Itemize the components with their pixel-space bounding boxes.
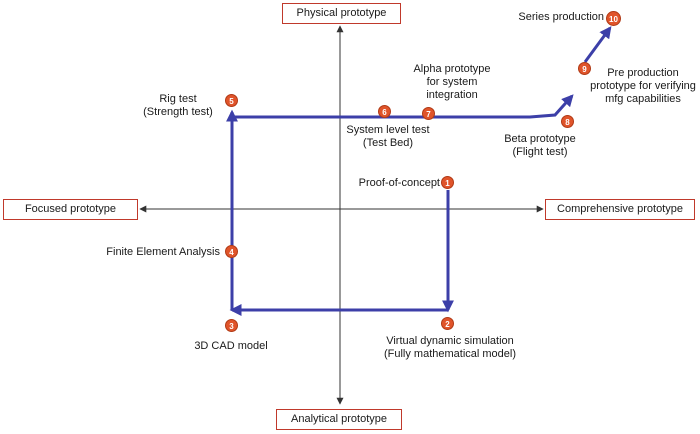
step-marker-10: 10 — [606, 11, 621, 26]
step-label-system-level-test: System level test (Test Bed) — [346, 124, 430, 149]
step-label-alpha-prototype: Alpha prototype for system integration — [413, 63, 491, 101]
step-label-3d-cad-model: 3D CAD model — [194, 340, 268, 352]
step-label-finite-element-analysis: Finite Element Analysis — [106, 246, 220, 258]
step-marker-8: 8 — [561, 115, 574, 128]
axis-label-comprehensive-prototype: Comprehensive prototype — [545, 199, 695, 220]
step-label-virtual-dynamic-simulation: Virtual dynamic simulation (Fully mathem… — [383, 335, 517, 360]
step-marker-9: 9 — [578, 62, 591, 75]
path-9-to-10 — [583, 26, 612, 63]
axis-label-focused-prototype: Focused prototype — [3, 199, 138, 220]
step-marker-3: 3 — [225, 319, 238, 332]
step-marker-2: 2 — [441, 317, 454, 330]
step-label-series-production: Series production — [518, 11, 604, 23]
step-marker-5: 5 — [225, 94, 238, 107]
step-label-beta-prototype: Beta prototype (Flight test) — [504, 133, 576, 158]
step-marker-6: 6 — [378, 105, 391, 118]
step-marker-4: 4 — [225, 245, 238, 258]
axis-label-physical-prototype: Physical prototype — [282, 3, 401, 24]
step-label-proof-of-concept: Proof-of-concept — [358, 177, 440, 189]
step-marker-1: 1 — [441, 176, 454, 189]
step-label-rig-test: Rig test (Strength test) — [143, 93, 213, 118]
axis-label-analytical-prototype: Analytical prototype — [276, 409, 402, 430]
step-label-pre-production-prototype: Pre production prototype for verifying m… — [590, 67, 696, 105]
step-marker-7: 7 — [422, 107, 435, 120]
